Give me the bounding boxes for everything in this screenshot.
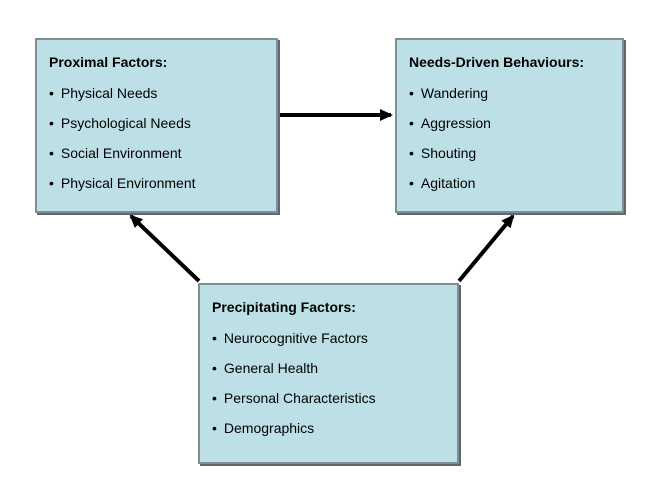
- list-item-label: Shouting: [420, 145, 477, 161]
- bullet-icon: •: [212, 360, 217, 376]
- list-item: • Psychological Needs: [49, 116, 264, 131]
- arrow-precipitating-to-needs-driven: [457, 214, 515, 283]
- bullet-icon: •: [49, 175, 54, 191]
- bullet-icon: •: [212, 330, 217, 346]
- bullet-icon: •: [409, 115, 414, 131]
- proximal-factors-title: Proximal Factors:: [49, 54, 168, 70]
- box-proximal-factors: Proximal Factors: • Physical Needs • Psych…: [35, 38, 278, 213]
- needs-driven-behaviours-title: Needs-Driven Behaviours:: [409, 54, 585, 70]
- list-item: • Neurocognitive Factors: [212, 331, 445, 346]
- bullet-icon: •: [49, 115, 54, 131]
- precipitating-factors-title: Precipitating Factors:: [212, 299, 356, 315]
- list-item: • Aggression: [409, 116, 610, 131]
- box-needs-driven-behaviours: Needs-Driven Behaviours: • Wandering • Agg…: [395, 38, 624, 213]
- proximal-factors-list: • Physical Needs • Psychological Needs • So…: [49, 86, 264, 191]
- list-item-label: Psychological Needs: [60, 115, 191, 131]
- list-item: • Agitation: [409, 176, 610, 191]
- bullet-icon: •: [409, 85, 414, 101]
- bullet-icon: •: [212, 420, 217, 436]
- needs-driven-behaviours-list: • Wandering • Aggression • Shouting • Agitat…: [409, 86, 610, 191]
- bullet-icon: •: [212, 390, 217, 406]
- list-item: • Shouting: [409, 146, 610, 161]
- list-item-label: Agitation: [420, 175, 476, 191]
- bullet-icon: •: [409, 175, 414, 191]
- bullet-icon: •: [49, 145, 54, 161]
- list-item-label: Neurocognitive Factors: [223, 330, 368, 346]
- precipitating-factors-list: •Neurocognitive Factors •General Health …: [212, 331, 445, 436]
- list-item: • Personal Characteristics: [212, 391, 445, 406]
- list-item-label: Wandering: [420, 85, 489, 101]
- list-item-label: Physical Needs: [60, 85, 158, 101]
- list-item: • General Health: [212, 361, 445, 376]
- list-item-label: Social Environment: [60, 145, 182, 161]
- list-item: • Physical Needs: [49, 86, 264, 101]
- box-precipitating-factors: Precipitating Factors: • Neurocognitive F…: [198, 283, 459, 464]
- list-item-label: Demographics: [223, 420, 315, 436]
- bullet-icon: •: [409, 145, 414, 161]
- bullet-icon: •: [49, 85, 54, 101]
- list-item-label: Personal Characteristics: [223, 390, 376, 406]
- arrow-precipitating-to-proximal: [129, 214, 201, 283]
- list-item-label: Physical Environment: [60, 175, 196, 191]
- list-item: • Wandering: [409, 86, 610, 101]
- list-item-label: Aggression: [420, 115, 491, 131]
- list-item-label: General Health: [223, 360, 319, 376]
- list-item: • Physical Environment: [49, 176, 264, 191]
- list-item: • Social Environment: [49, 146, 264, 161]
- list-item: • Demographics: [212, 421, 445, 436]
